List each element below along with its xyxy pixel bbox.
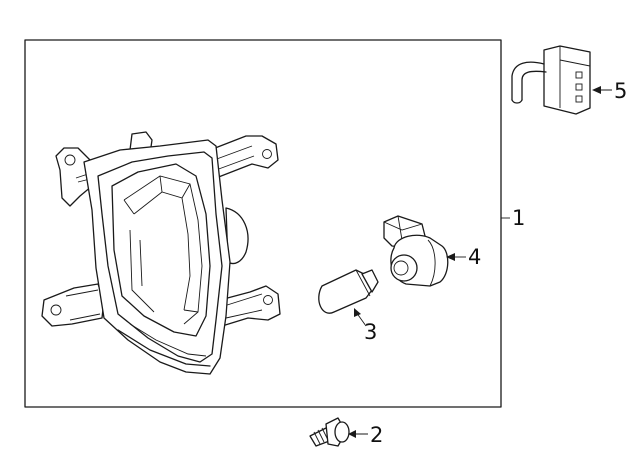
fog-lamp-assembly-icon [41, 131, 281, 375]
bulb-socket-icon [383, 215, 449, 287]
callout-2-label: 2 [370, 423, 383, 447]
wiring-connector-icon [511, 45, 591, 115]
callout-2-arrowhead [348, 430, 356, 438]
callout-3-arrowhead [354, 308, 361, 317]
callout-4-label: 4 [468, 245, 481, 269]
callout-4-arrowhead [446, 253, 455, 261]
callout-5-arrowhead [592, 86, 601, 94]
callout-1-label: 1 [512, 206, 525, 230]
callout-3-label: 3 [364, 320, 377, 344]
wedge-bulb-icon [318, 269, 379, 314]
mounting-bolt-icon [309, 417, 350, 447]
callout-5-label: 5 [614, 79, 627, 103]
assembly-frame [24, 39, 502, 408]
